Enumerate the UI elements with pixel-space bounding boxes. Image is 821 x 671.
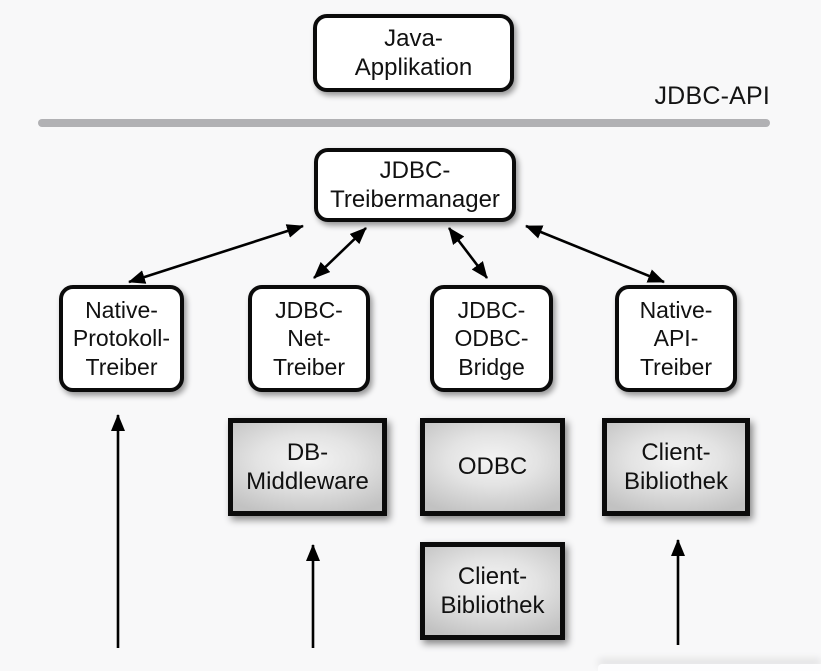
arrow-treibermanager-native-api xyxy=(525,224,665,284)
node-client-bibliothek-odbc: Client- Bibliothek xyxy=(420,542,565,640)
bottom-right-partial-box xyxy=(598,664,821,671)
node-native-protokoll-treiber: Native- Protokoll- Treiber xyxy=(59,285,184,392)
node-db-middleware: DB- Middleware xyxy=(228,418,387,516)
node-jdbc-net-treiber: JDBC- Net- Treiber xyxy=(248,285,370,392)
node-jdbc-odbc-bridge: JDBC- ODBC- Bridge xyxy=(430,285,553,392)
node-native-api-treiber: Native- API- Treiber xyxy=(615,285,737,392)
node-client-bibliothek-native-api: Client- Bibliothek xyxy=(602,418,750,516)
node-java-application: Java- Applikation xyxy=(313,14,514,92)
node-jdbc-treibermanager: JDBC- Treibermanager xyxy=(314,148,516,222)
arrow-treibermanager-native-protokoll xyxy=(128,224,304,284)
arrow-treibermanager-jdbc-net xyxy=(313,227,367,279)
jdbc-api-divider xyxy=(38,119,770,127)
node-odbc: ODBC xyxy=(420,418,565,516)
jdbc-api-label: JDBC-API xyxy=(654,82,770,110)
arrow-treibermanager-jdbc-odbc xyxy=(447,227,489,279)
